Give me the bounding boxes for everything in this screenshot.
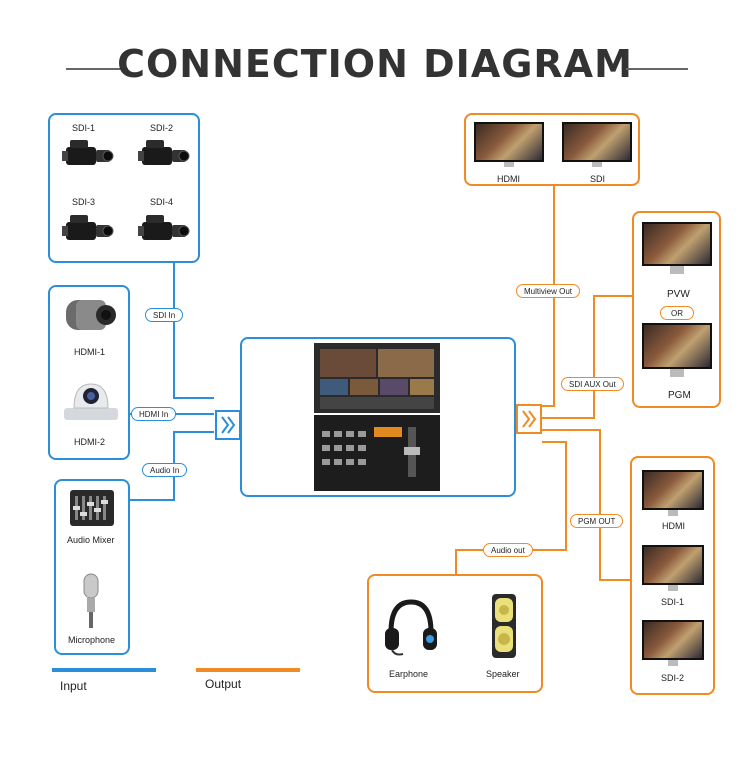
sdi-aux-out-connector: SDI AUX Out: [561, 377, 624, 391]
microphone-icon: [83, 573, 99, 628]
pgm-out-connector: PGM OUT: [570, 514, 624, 528]
sdi-3-label: SDI-3: [72, 197, 96, 207]
multiview-out-connector: Multiview Out: [516, 284, 581, 298]
pgm-hdmi-label: HDMI: [662, 521, 685, 531]
audio-out-connector: Audio out: [483, 543, 533, 557]
microphone-label: Microphone: [68, 635, 116, 645]
monitor-icon: [562, 122, 632, 170]
camcorder-icon: [62, 140, 114, 165]
legend-input-swatch: [52, 668, 156, 672]
audio-mixer-label: Audio Mixer: [67, 535, 115, 545]
box-camera-icon: [66, 300, 116, 330]
pgm-sdi-1-label: SDI-1: [661, 597, 685, 607]
hdmi-2-label: HDMI-2: [74, 437, 105, 447]
earphone-label: Earphone: [389, 669, 429, 679]
ptz-camera-icon: [64, 383, 118, 420]
pvw-label: PVW: [667, 289, 690, 300]
speaker-label: Speaker: [486, 669, 520, 679]
camcorder-icon: [138, 140, 190, 165]
page-title: CONNECTION DIAGRAM: [117, 42, 633, 86]
monitor-icon: [642, 470, 704, 518]
output-chevron-icon: [516, 404, 542, 434]
hdmi-1-label: HDMI-1: [74, 347, 105, 357]
or-badge: OR: [660, 306, 694, 320]
sdi-in-connector: SDI In: [145, 308, 184, 322]
monitor-icon: [642, 222, 712, 278]
legend-output-swatch: [196, 668, 300, 672]
monitor-icon: [642, 620, 704, 668]
monitor-icon: [474, 122, 544, 170]
hdmi-in-connector: HDMI In: [131, 407, 177, 421]
input-chevron-icon: [215, 410, 241, 440]
headphone-icon: [385, 599, 437, 656]
sdi-2-label: SDI-2: [150, 123, 174, 133]
sdi-1-label: SDI-1: [72, 123, 96, 133]
title-rule-left: [66, 68, 128, 70]
title-rule-right: [626, 68, 688, 70]
monitor-icon: [642, 323, 712, 379]
switcher-device-icon: [314, 343, 440, 491]
camcorder-icon: [138, 215, 190, 240]
legend-output-label: Output: [205, 677, 242, 691]
audio-mixer-icon: [70, 490, 114, 526]
monitor-icon: [642, 545, 704, 593]
speaker-icon: [492, 594, 516, 658]
audio-in-connector: Audio In: [142, 463, 188, 477]
pgm-label: PGM: [668, 390, 691, 401]
multiview-sdi-label: SDI: [590, 174, 606, 184]
camcorder-icon: [62, 215, 114, 240]
legend-input-label: Input: [60, 679, 87, 693]
pgm-sdi-2-label: SDI-2: [661, 673, 685, 683]
sdi-4-label: SDI-4: [150, 197, 174, 207]
multiview-hdmi-label: HDMI: [497, 174, 520, 184]
